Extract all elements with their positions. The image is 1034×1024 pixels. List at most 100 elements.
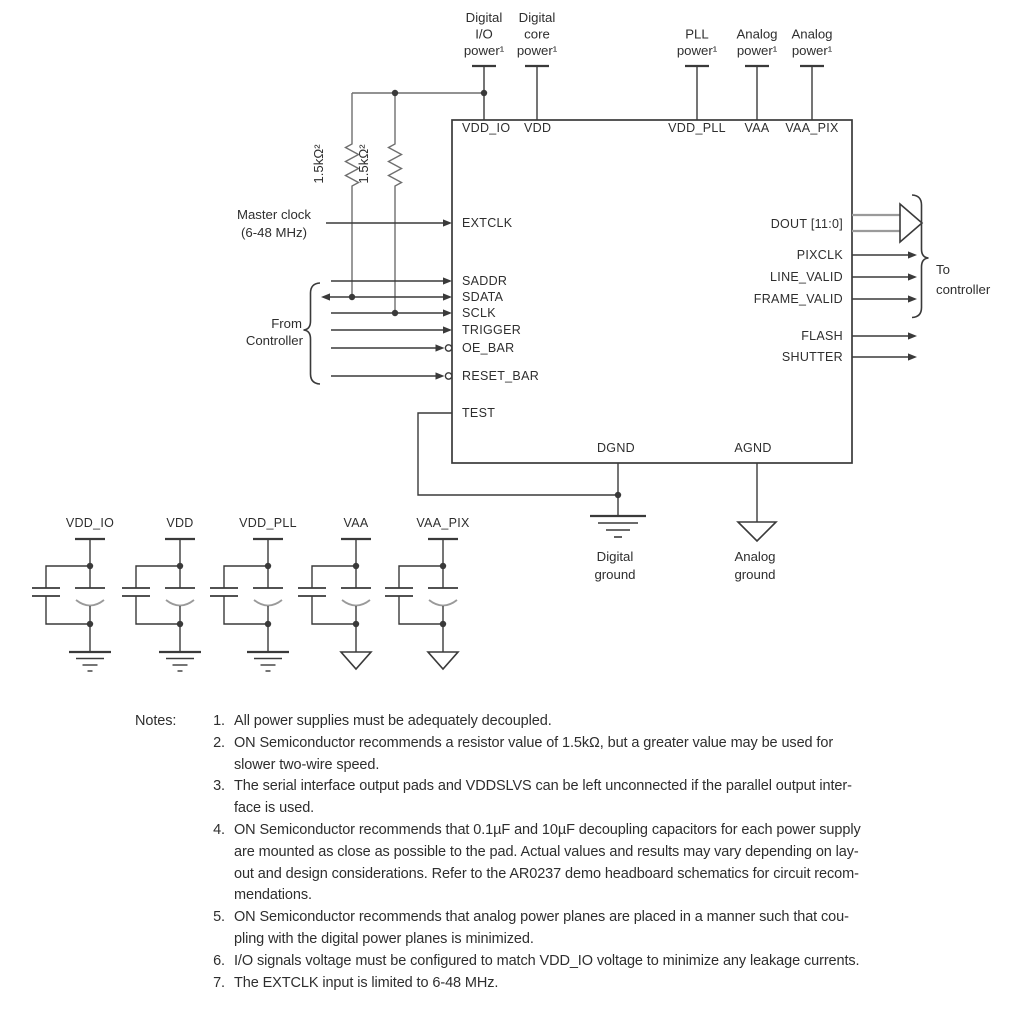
decoupling-cell-vaa-pix: VAA_PIX (385, 516, 470, 671)
power-rail-vaa-pix: Analog power¹ (791, 27, 833, 120)
arrowhead (908, 353, 917, 361)
signal-line-valid (852, 273, 917, 281)
to-controller: To controller (911, 194, 991, 319)
chip-pin-test: TEST (462, 406, 495, 420)
from-controller-label-line1: From (271, 316, 302, 331)
note-text: ON Semiconductor recommends a resistor v… (234, 733, 833, 777)
capacitor-curved-plate (165, 599, 195, 607)
junction-dot (439, 562, 447, 570)
notes-list: 1. All power supplies must be adequately… (203, 711, 861, 994)
analog-ground-symbol (736, 521, 778, 543)
resistor2-zigzag (387, 138, 403, 190)
note-number: 3. (213, 778, 225, 795)
chip-pin-pixclk: PIXCLK (797, 248, 844, 262)
note-number: 2. (213, 734, 225, 751)
signal-frame-valid (852, 295, 917, 303)
signal-trigger (331, 326, 452, 334)
power-label-line: Analog (791, 27, 832, 42)
arrowhead (443, 277, 452, 285)
rail-label: VDD (166, 516, 193, 530)
signal-pixclk (852, 251, 917, 259)
note-text: The serial interface output pads and VDD… (234, 776, 852, 820)
to-controller-label-line2: controller (936, 282, 991, 297)
from-controller-label-line2: Controller (246, 333, 304, 348)
arrowhead (908, 251, 917, 259)
note-number: 6. (213, 952, 225, 969)
junction-dot (264, 562, 272, 570)
power-label-line: power¹ (792, 43, 833, 58)
power-label-line: Digital (466, 10, 503, 25)
power-label-line: core (524, 27, 550, 42)
note-line: ON Semiconductor recommends a resistor v… (234, 734, 834, 751)
capacitor-curved-plate (341, 599, 371, 607)
chip-pin-dgnd: DGND (597, 441, 635, 455)
note-line: The serial interface output pads and VDD… (234, 778, 852, 795)
note-number: 5. (213, 909, 225, 926)
analog-ground-symbol (426, 651, 460, 671)
arrowhead (908, 295, 917, 303)
rail-label: VAA_PIX (416, 516, 470, 530)
arrowhead (908, 273, 917, 281)
bus-arrowhead (899, 202, 924, 244)
note-text: The EXTCLK input is limited to 6-48 MHz. (234, 973, 498, 995)
schematic-canvas: Digital I/O power¹ Digital core power¹ P… (32, 10, 991, 672)
left-brace (303, 282, 321, 385)
left-signals: Master clock (6-48 MHz) (237, 207, 618, 496)
power-label-line: power¹ (737, 43, 778, 58)
power-label-line: I/O (475, 27, 493, 42)
arrowhead (435, 372, 445, 380)
power-rail-vdd-pll: PLL power¹ (677, 27, 718, 120)
chip-pin-shutter: SHUTTER (782, 350, 843, 364)
chip-pin-vdd: VDD (524, 121, 551, 135)
chip-pin-extclk: EXTCLK (462, 216, 513, 230)
chip-pin-flash: FLASH (801, 329, 843, 343)
chip-pin-trigger: TRIGGER (462, 323, 521, 337)
note-line: mendations. (234, 887, 312, 904)
junction-dot (176, 620, 184, 628)
junction-dot (480, 89, 488, 97)
note-text: I/O signals voltage must be configured t… (234, 951, 860, 973)
note-text: ON Semiconductor recommends that 0.1µF a… (234, 820, 861, 907)
note-line: face is used. (234, 800, 315, 817)
inverter-bubble (444, 344, 453, 352)
capacitor-curved-plate (253, 599, 283, 607)
power-rail-vdd-io: Digital I/O power¹ (464, 10, 505, 120)
note-text: ON Semiconductor recommends that analog … (234, 907, 849, 951)
digital-ground-label-line1: Digital (597, 549, 634, 564)
rail-label: VDD_PLL (239, 516, 297, 530)
note-line: slower two-wire speed. (234, 756, 380, 773)
junction-dot (614, 491, 622, 499)
chip-body (451, 119, 853, 464)
arrowhead-left (321, 293, 330, 301)
chip-pin-saddr: SADDR (462, 274, 507, 288)
arrowhead (908, 332, 917, 340)
inverter-bubble (444, 372, 453, 380)
chip-pin-reset-bar: RESET_BAR (462, 369, 539, 383)
chip-pin-line-valid: LINE_VALID (770, 270, 843, 284)
to-controller-label-line1: To (936, 262, 950, 277)
signal-sdata (321, 293, 452, 301)
decoupling-cell-vdd: VDD (122, 516, 201, 672)
junction-dot (391, 89, 399, 97)
chip-pin-sdata: SDATA (462, 290, 504, 304)
junction-dot (176, 562, 184, 570)
note-item: 5. ON Semiconductor recommends that anal… (203, 907, 861, 951)
power-label-line: Analog (736, 27, 777, 42)
chip-pin-dout: DOUT [11:0] (771, 217, 843, 231)
junction-dot (264, 620, 272, 628)
note-item: 1. All power supplies must be adequately… (203, 711, 861, 733)
arrowhead (435, 344, 445, 352)
chip: VDD_IO VDD VDD_PLL VAA VAA_PIX EXTCLK SA… (451, 119, 853, 464)
chip-pin-frame-valid: FRAME_VALID (754, 292, 843, 306)
note-item: 4. ON Semiconductor recommends that 0.1µ… (203, 820, 861, 907)
note-line: The EXTCLK input is limited to 6-48 MHz. (234, 974, 499, 991)
note-item: 2. ON Semiconductor recommends a resisto… (203, 733, 861, 777)
capacitor-curved-plate (428, 599, 458, 607)
from-controller: From Controller (246, 282, 321, 385)
right-signals (852, 202, 924, 361)
master-clock-label-line2: (6-48 MHz) (241, 225, 307, 240)
notes-heading: Notes: (135, 713, 177, 729)
power-label-line: Digital (519, 10, 556, 25)
power-rail-vaa: Analog power¹ (736, 27, 778, 120)
